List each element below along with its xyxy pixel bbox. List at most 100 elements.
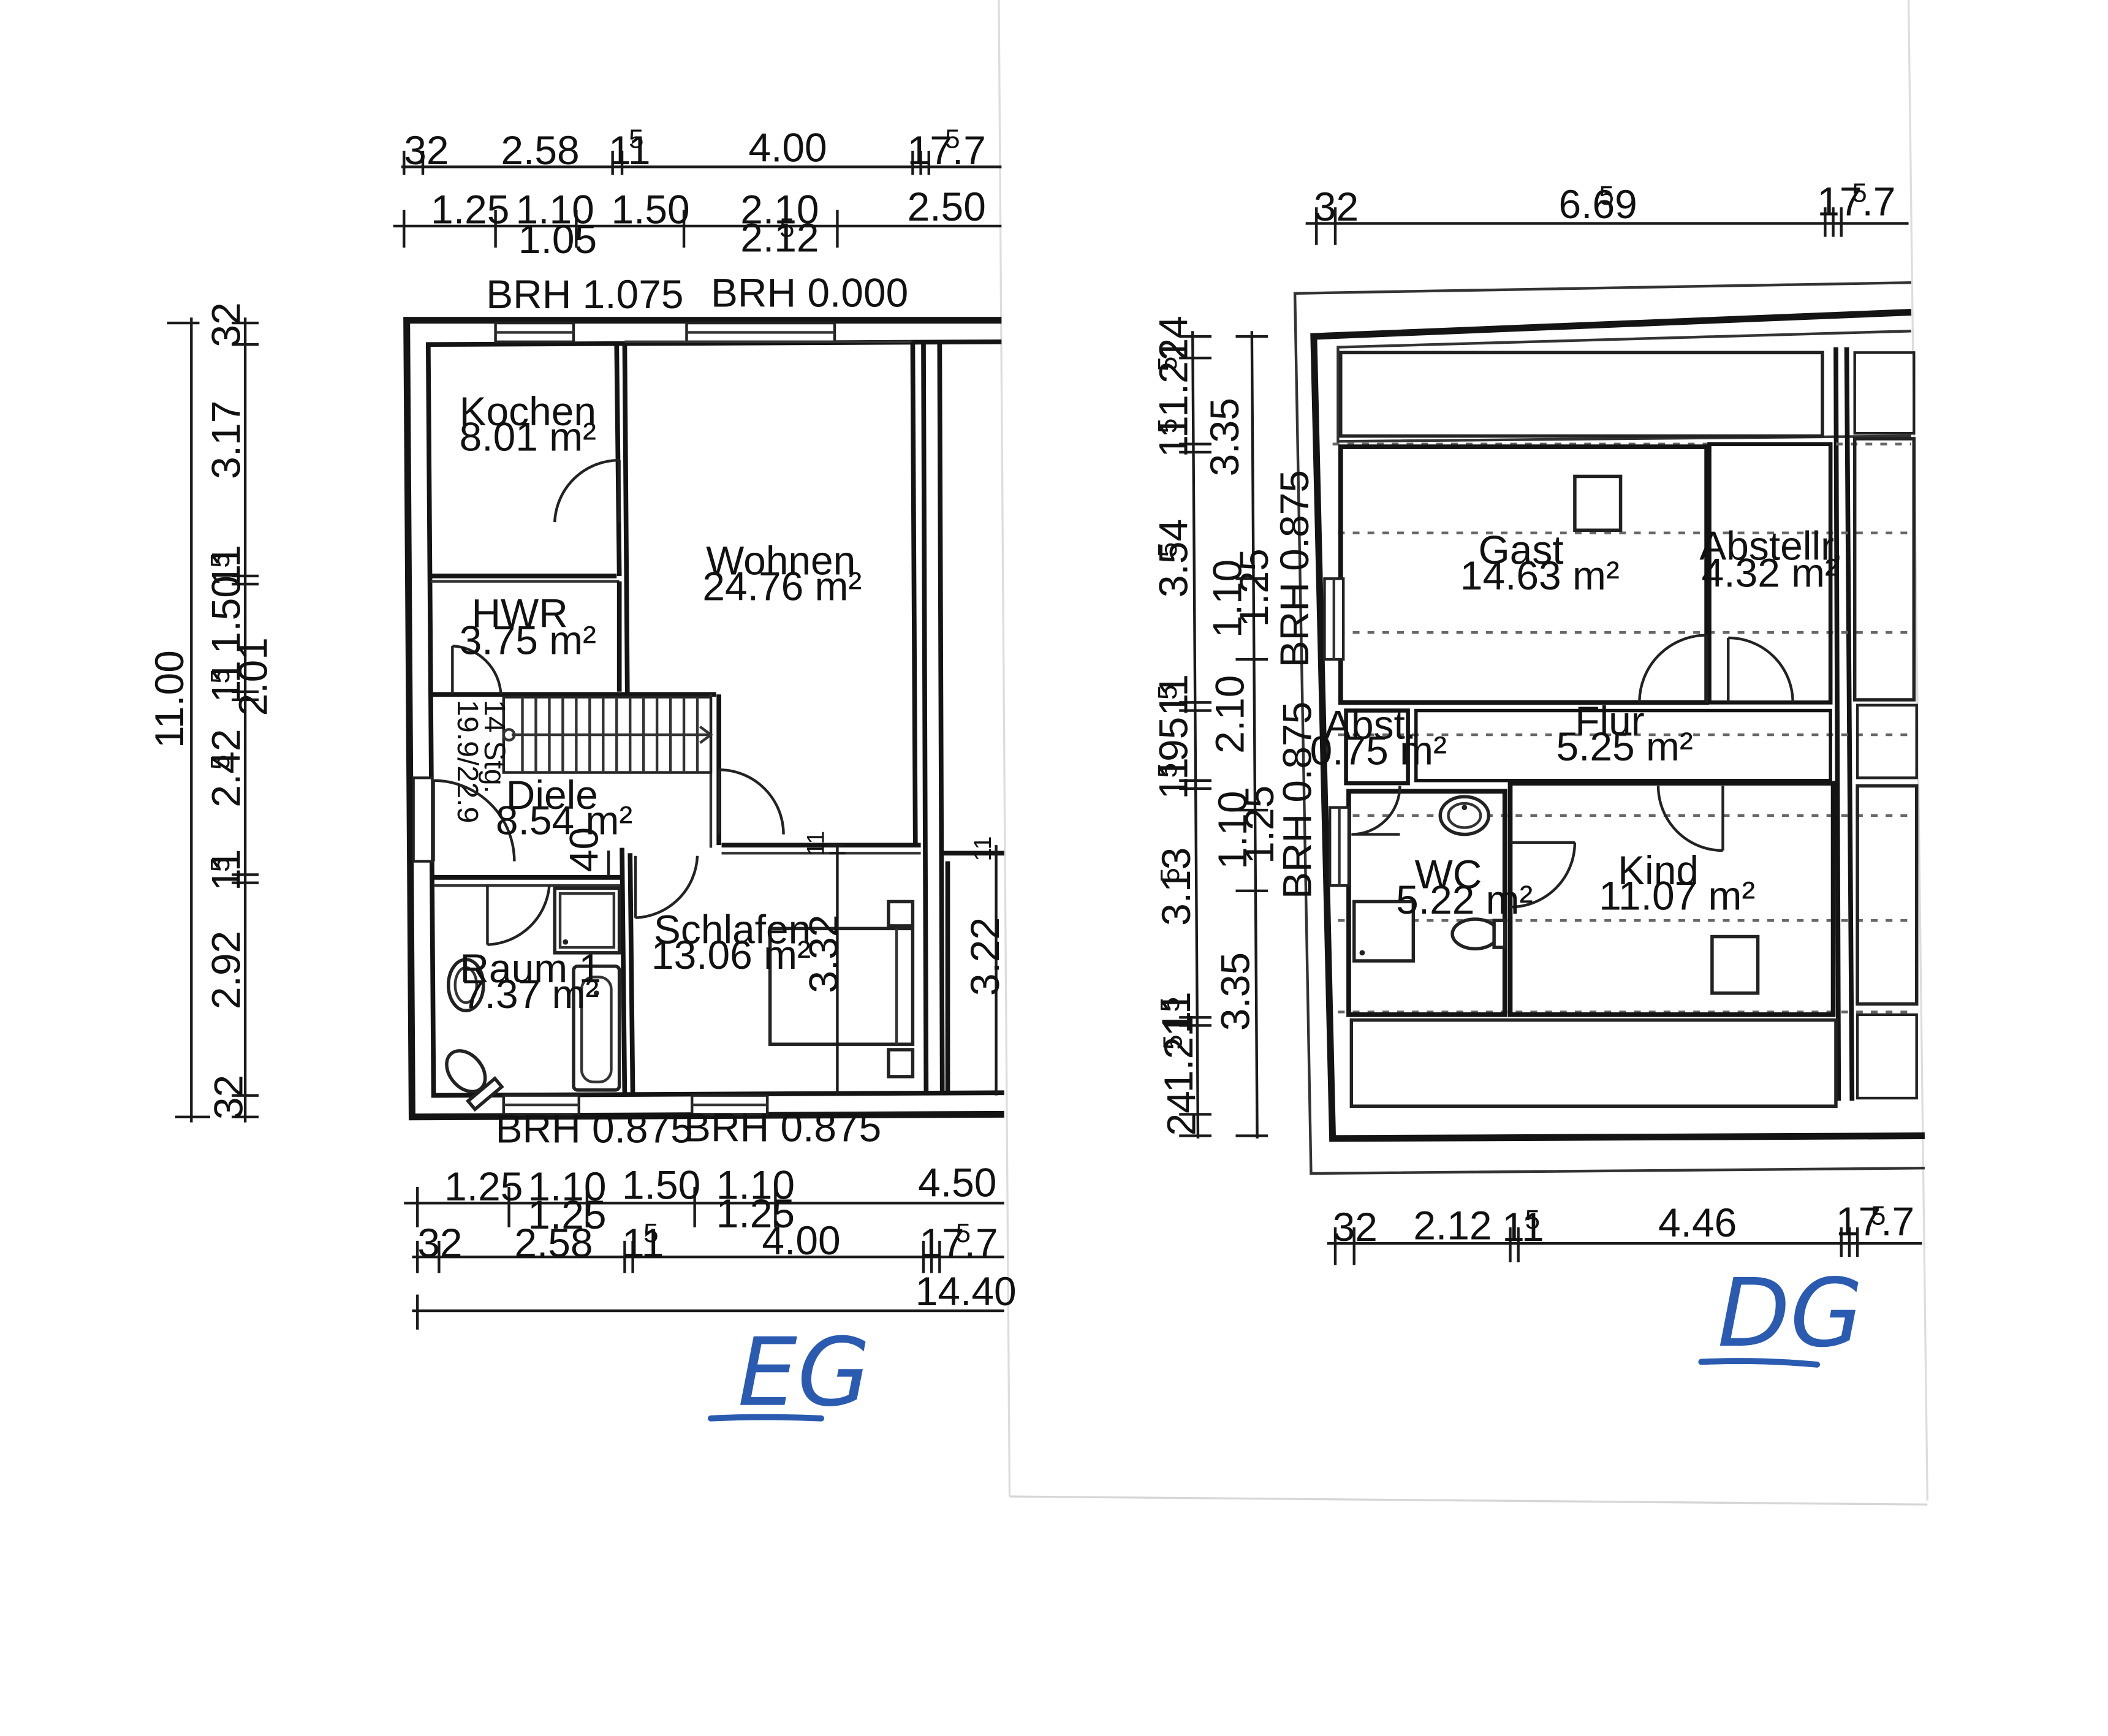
dg-dim-text: 3.35: [1212, 952, 1257, 1031]
eg-dim-text: 1.25: [716, 1191, 795, 1236]
eg-left-dims: 11.00 32 3.17 11 5 1.50 11 5 2.01 2.42 5…: [146, 302, 275, 1123]
eg-door-schlafen: [634, 855, 699, 919]
eg-dim-text: 11: [203, 849, 248, 890]
dg-plan: 32 6.69 5 17.7 5: [1150, 178, 1925, 1368]
dg-dim-text: 32: [1314, 184, 1359, 229]
dg-dim-text: 1.10: [1210, 790, 1255, 869]
dg-dim-sup: 5: [1599, 181, 1613, 211]
dg-door-wc: [1510, 841, 1577, 909]
eg-dim-text: 11: [969, 836, 996, 861]
eg-dim-text: 32: [206, 1075, 251, 1120]
dg-room-area: 11.07 m²: [1599, 873, 1755, 919]
eg-dim-text: 17.7: [908, 127, 986, 173]
dg-dim-text: 11: [1150, 415, 1196, 457]
eg-dim-text: 3.17: [203, 401, 248, 479]
dg-toilet-icon: [1450, 917, 1500, 951]
eg-bathtub-icon: [572, 965, 621, 1092]
eg-room-area: 8.01 m²: [460, 414, 596, 460]
dg-room-area: 0.75 m²: [1310, 727, 1447, 773]
dg-dim-text: 3.35: [1202, 398, 1247, 476]
eg-dim-sup: 5: [629, 124, 643, 154]
eg-brh-label: BRH 0.000: [711, 270, 908, 316]
eg-room-area: 8.54 m²: [496, 798, 632, 843]
dg-dim-sup: 5: [1155, 868, 1185, 882]
dg-dim-text: 1.25: [1237, 786, 1282, 864]
eg-entrance: [412, 776, 434, 863]
eg-dim-text: 1.25: [444, 1164, 523, 1209]
eg-walls: [403, 317, 1004, 1121]
eg-dim-text: 1.05: [518, 216, 597, 262]
dg-dim-text: 11: [1502, 1204, 1544, 1249]
eg-dim-text: 11: [802, 831, 829, 856]
dg-dim-text: 24: [1150, 316, 1196, 360]
eg-dim-text: 2.01: [230, 637, 275, 716]
eg-dim-text: 2.42: [203, 729, 248, 807]
eg-dim-total-width: 14.40: [916, 1268, 1017, 1314]
eg-dim-text: 11: [609, 127, 650, 173]
eg-dim-sup: 5: [205, 857, 235, 872]
eg-dim-text: 1.50: [203, 575, 248, 654]
eg-plan: 32 2.58 11 5 4.00 17.7 5 1.25 1.10 1.50 …: [146, 124, 1017, 1428]
dg-room-area: 5.25 m²: [1556, 724, 1693, 769]
eg-dim-text: 2.50: [908, 184, 986, 229]
eg-room-name: Kochen: [460, 389, 596, 434]
dg-bottom-dims: 32 2.12 11 5 4.46 17.7 5: [1327, 1199, 1922, 1265]
dg-room-name: Flur: [1575, 698, 1644, 743]
eg-dim-text: 11: [203, 661, 248, 702]
dg-dim-text: 2.10: [1207, 675, 1253, 754]
eg-dim-text: 17.7: [919, 1220, 998, 1265]
eg-brh-label: BRH 0.875: [496, 1106, 693, 1151]
eg-dim-text: 1.10: [528, 1164, 606, 1209]
eg-entrance-door: [432, 779, 516, 862]
eg-handwritten-label: EG: [708, 1318, 870, 1428]
dg-dim-sup: 5: [1852, 178, 1867, 208]
eg-door-wohnen: [717, 768, 785, 835]
eg-dim-text: 11: [203, 545, 248, 586]
eg-top-dim-row2: 1.25 1.10 1.50 2.10 2.50 1.05 2.12 5: [393, 184, 1002, 262]
dg-doors: [1351, 634, 1794, 909]
eg-bottom-dims: 1.25 1.10 1.50 1.10 4.50 1.25 1.25 32 2.…: [404, 1159, 1017, 1330]
dg-dim-sup: 5: [1153, 763, 1183, 778]
eg-room-name: HWR: [471, 590, 567, 635]
dg-dim-text: 11: [1150, 757, 1196, 799]
eg-bed-icon: [768, 900, 915, 1078]
dg-wc-fixtures: [1352, 795, 1507, 963]
eg-label: EG: [738, 1318, 870, 1428]
eg-bath-fixtures: [445, 886, 621, 1112]
eg-dim-text: 4.00: [748, 125, 827, 170]
eg-stair-steps: 14 Stg.: [478, 700, 511, 794]
dg-room-area: 5.22 m²: [1396, 877, 1533, 922]
eg-room-area: 7.37 m²: [462, 971, 599, 1017]
dg-dim-text: 3.13: [1153, 847, 1199, 926]
dg-dim-text: 3.54: [1150, 519, 1196, 597]
eg-brh-label: BRH 1.075: [486, 271, 683, 317]
dg-dim-text: 24: [1159, 1091, 1204, 1135]
eg-door-hwr: [451, 644, 502, 695]
eg-room-name: Schlafen: [654, 906, 811, 952]
dg-room-name: Kind: [1618, 847, 1699, 893]
dg-skylight-gast: [1573, 474, 1623, 533]
dg-dim-sup: 5: [1153, 419, 1183, 433]
dg-dim-text: 11: [1153, 991, 1199, 1033]
eg-dim-text: 32: [203, 302, 248, 347]
dg-door-kind: [1656, 786, 1724, 852]
dg-door-abst: [1351, 786, 1401, 836]
dg-dim-text: 17.7: [1817, 178, 1895, 224]
dg-room-name: Abst.: [1324, 702, 1416, 748]
dg-dim-text: 1.25: [1231, 548, 1276, 627]
dg-room-area: 14.63 m²: [1460, 553, 1620, 598]
dg-room-name: WC: [1415, 851, 1482, 896]
sheet-edge-left: [998, 0, 1011, 1497]
eg-dim-text: 2.58: [514, 1220, 593, 1265]
dg-room-name: Gast: [1478, 527, 1563, 572]
sheet-edge-bottom: [1009, 1495, 1928, 1506]
dg-dim-sup: 5: [1153, 685, 1183, 700]
eg-dim-text: 3.22: [962, 917, 1007, 996]
dg-dim-text: 11: [1150, 674, 1196, 716]
eg-dim-total-height: 11.00: [146, 650, 192, 748]
dg-dim-sup: 5: [1153, 542, 1183, 557]
eg-doors: [432, 458, 785, 946]
dg-left-dims-outer: 24 1.21 5 11 5 3.54 5 11 5 95 11 5 3.13 …: [1150, 316, 1211, 1139]
